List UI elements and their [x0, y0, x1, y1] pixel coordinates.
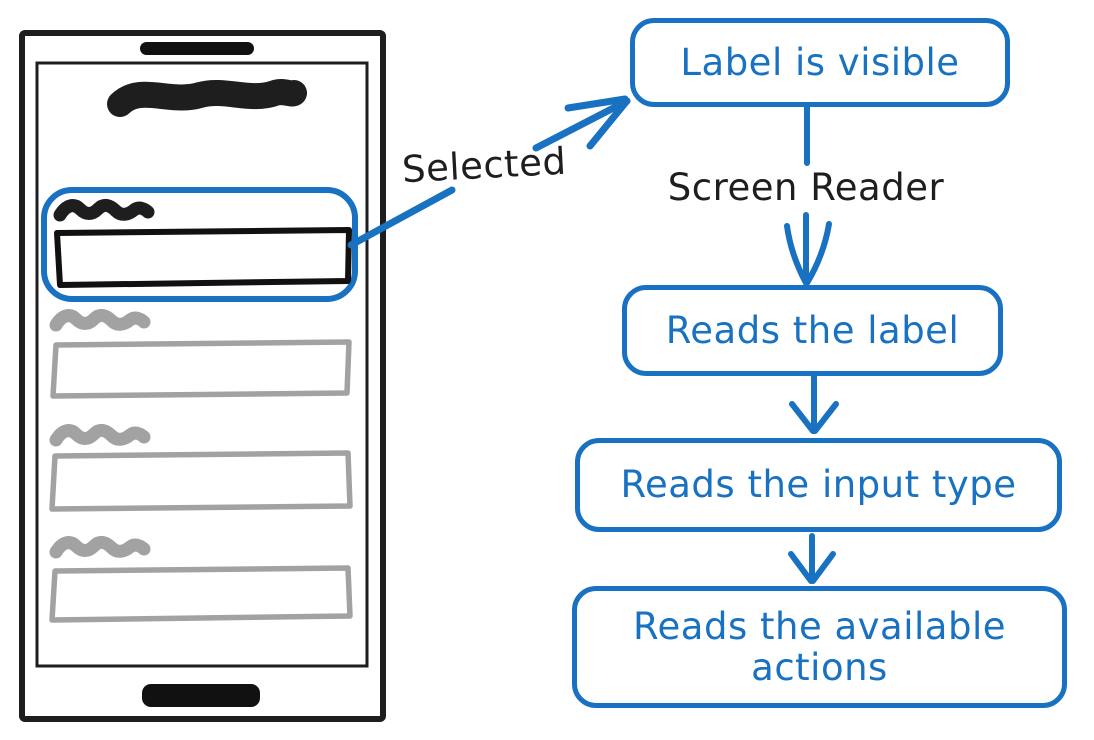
flow-box-reads-the-available-actions: Reads the available actions — [572, 586, 1067, 708]
form-title-scribble — [107, 79, 307, 117]
arrow-1-head-wing — [784, 223, 809, 286]
arrow-3-head-wing — [810, 551, 836, 584]
flow-arrows — [784, 103, 839, 584]
callout-arrow-shaft — [532, 97, 631, 152]
flow-box-reads-the-input-type: Reads the input type — [575, 438, 1062, 532]
flow-box-label-is-visible: Label is visible — [630, 18, 1010, 107]
arrow-3-head-wing — [788, 551, 814, 584]
phone-form — [41, 79, 358, 623]
arrow-2-head-wing — [812, 401, 839, 434]
arrow-1-head-wing — [804, 221, 832, 286]
field-input — [50, 339, 352, 399]
field-input — [49, 565, 353, 623]
selected-field-input — [54, 227, 352, 288]
flow-box-reads-the-label: Reads the label — [622, 285, 1003, 376]
field-input — [49, 450, 353, 512]
callout-label-selected: Selected — [400, 139, 568, 192]
phone-speaker-bar — [140, 42, 254, 55]
callout-arrowhead-wing — [586, 98, 630, 150]
callout-arrow-segment — [347, 186, 456, 249]
phone-home-button — [142, 684, 260, 707]
callout-arrowhead-wing — [564, 95, 629, 112]
arrow-2-head-wing — [789, 401, 816, 434]
arrow-label-screen-reader: Screen Reader — [667, 166, 945, 209]
callout-arrow — [347, 95, 631, 249]
